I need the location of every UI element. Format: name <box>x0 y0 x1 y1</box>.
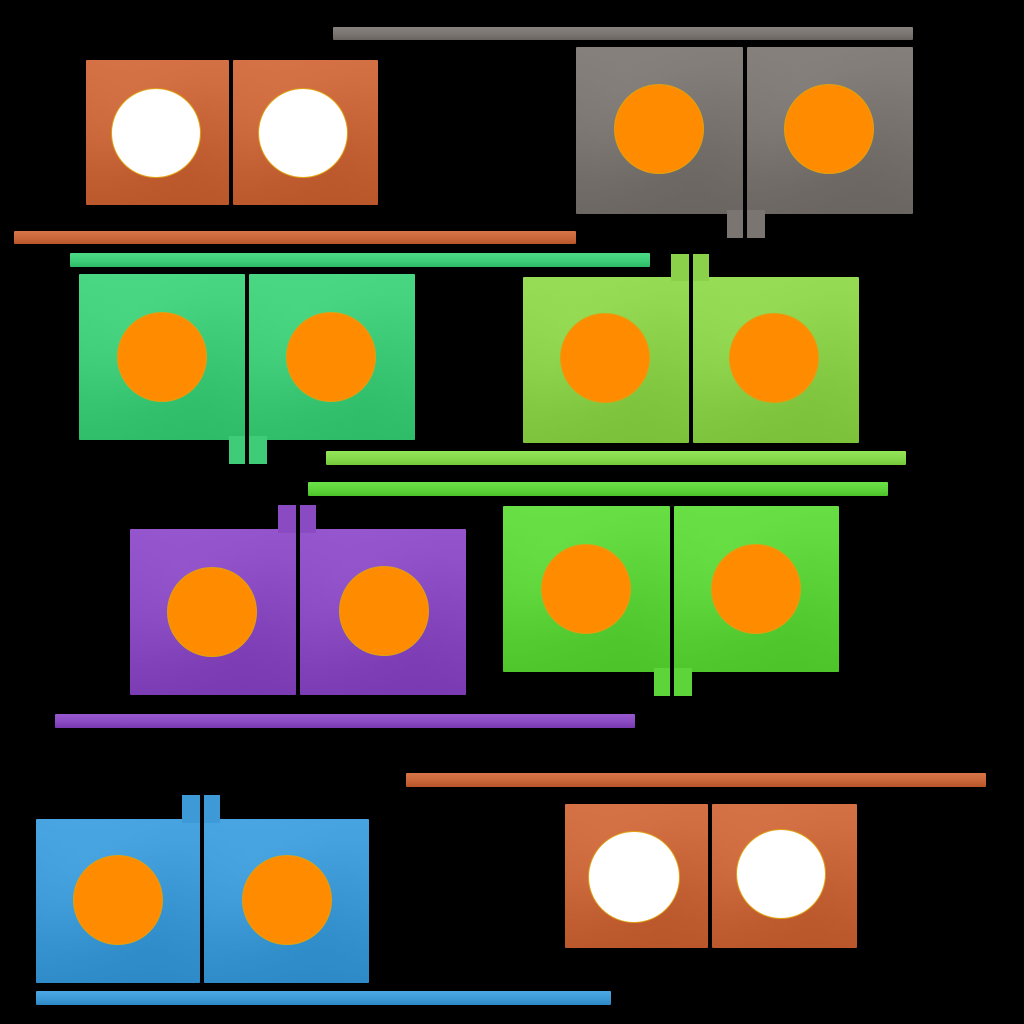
tile-tab-left <box>727 210 743 238</box>
filled-slot[interactable] <box>614 84 704 174</box>
tile-tab-right <box>693 254 709 281</box>
tile-tab-left <box>671 254 689 281</box>
filled-slot[interactable] <box>242 855 332 945</box>
empty-slot[interactable] <box>736 829 826 919</box>
green-bar[interactable] <box>70 253 650 267</box>
filled-slot[interactable] <box>73 855 163 945</box>
orange-bar-upper[interactable] <box>14 231 576 244</box>
filled-slot[interactable] <box>560 313 650 403</box>
tile-tab-right <box>747 210 765 238</box>
tile-tab-right <box>204 795 220 823</box>
empty-slot[interactable] <box>588 831 680 923</box>
tile-tab-left <box>182 795 200 823</box>
tile-tab-right <box>249 436 267 464</box>
bright-green-bar[interactable] <box>308 482 888 496</box>
filled-slot[interactable] <box>117 312 207 402</box>
filled-slot[interactable] <box>286 312 376 402</box>
filled-slot[interactable] <box>167 567 257 657</box>
filled-slot[interactable] <box>541 544 631 634</box>
lime-bar[interactable] <box>326 451 906 465</box>
tile-tab-left <box>278 505 296 533</box>
tile-tab-right <box>674 668 692 696</box>
blue-bar-bottom[interactable] <box>36 991 611 1005</box>
tile-tab-left <box>229 436 245 464</box>
gray-bar-top[interactable] <box>333 27 913 40</box>
orange-bar-lower[interactable] <box>406 773 986 787</box>
filled-slot[interactable] <box>339 566 429 656</box>
filled-slot[interactable] <box>784 84 874 174</box>
empty-slot[interactable] <box>258 88 348 178</box>
filled-slot[interactable] <box>711 544 801 634</box>
tile-tab-left <box>654 668 670 696</box>
filled-slot[interactable] <box>729 313 819 403</box>
tile-tab-right <box>300 505 316 533</box>
purple-bar[interactable] <box>55 714 635 728</box>
empty-slot[interactable] <box>111 88 201 178</box>
